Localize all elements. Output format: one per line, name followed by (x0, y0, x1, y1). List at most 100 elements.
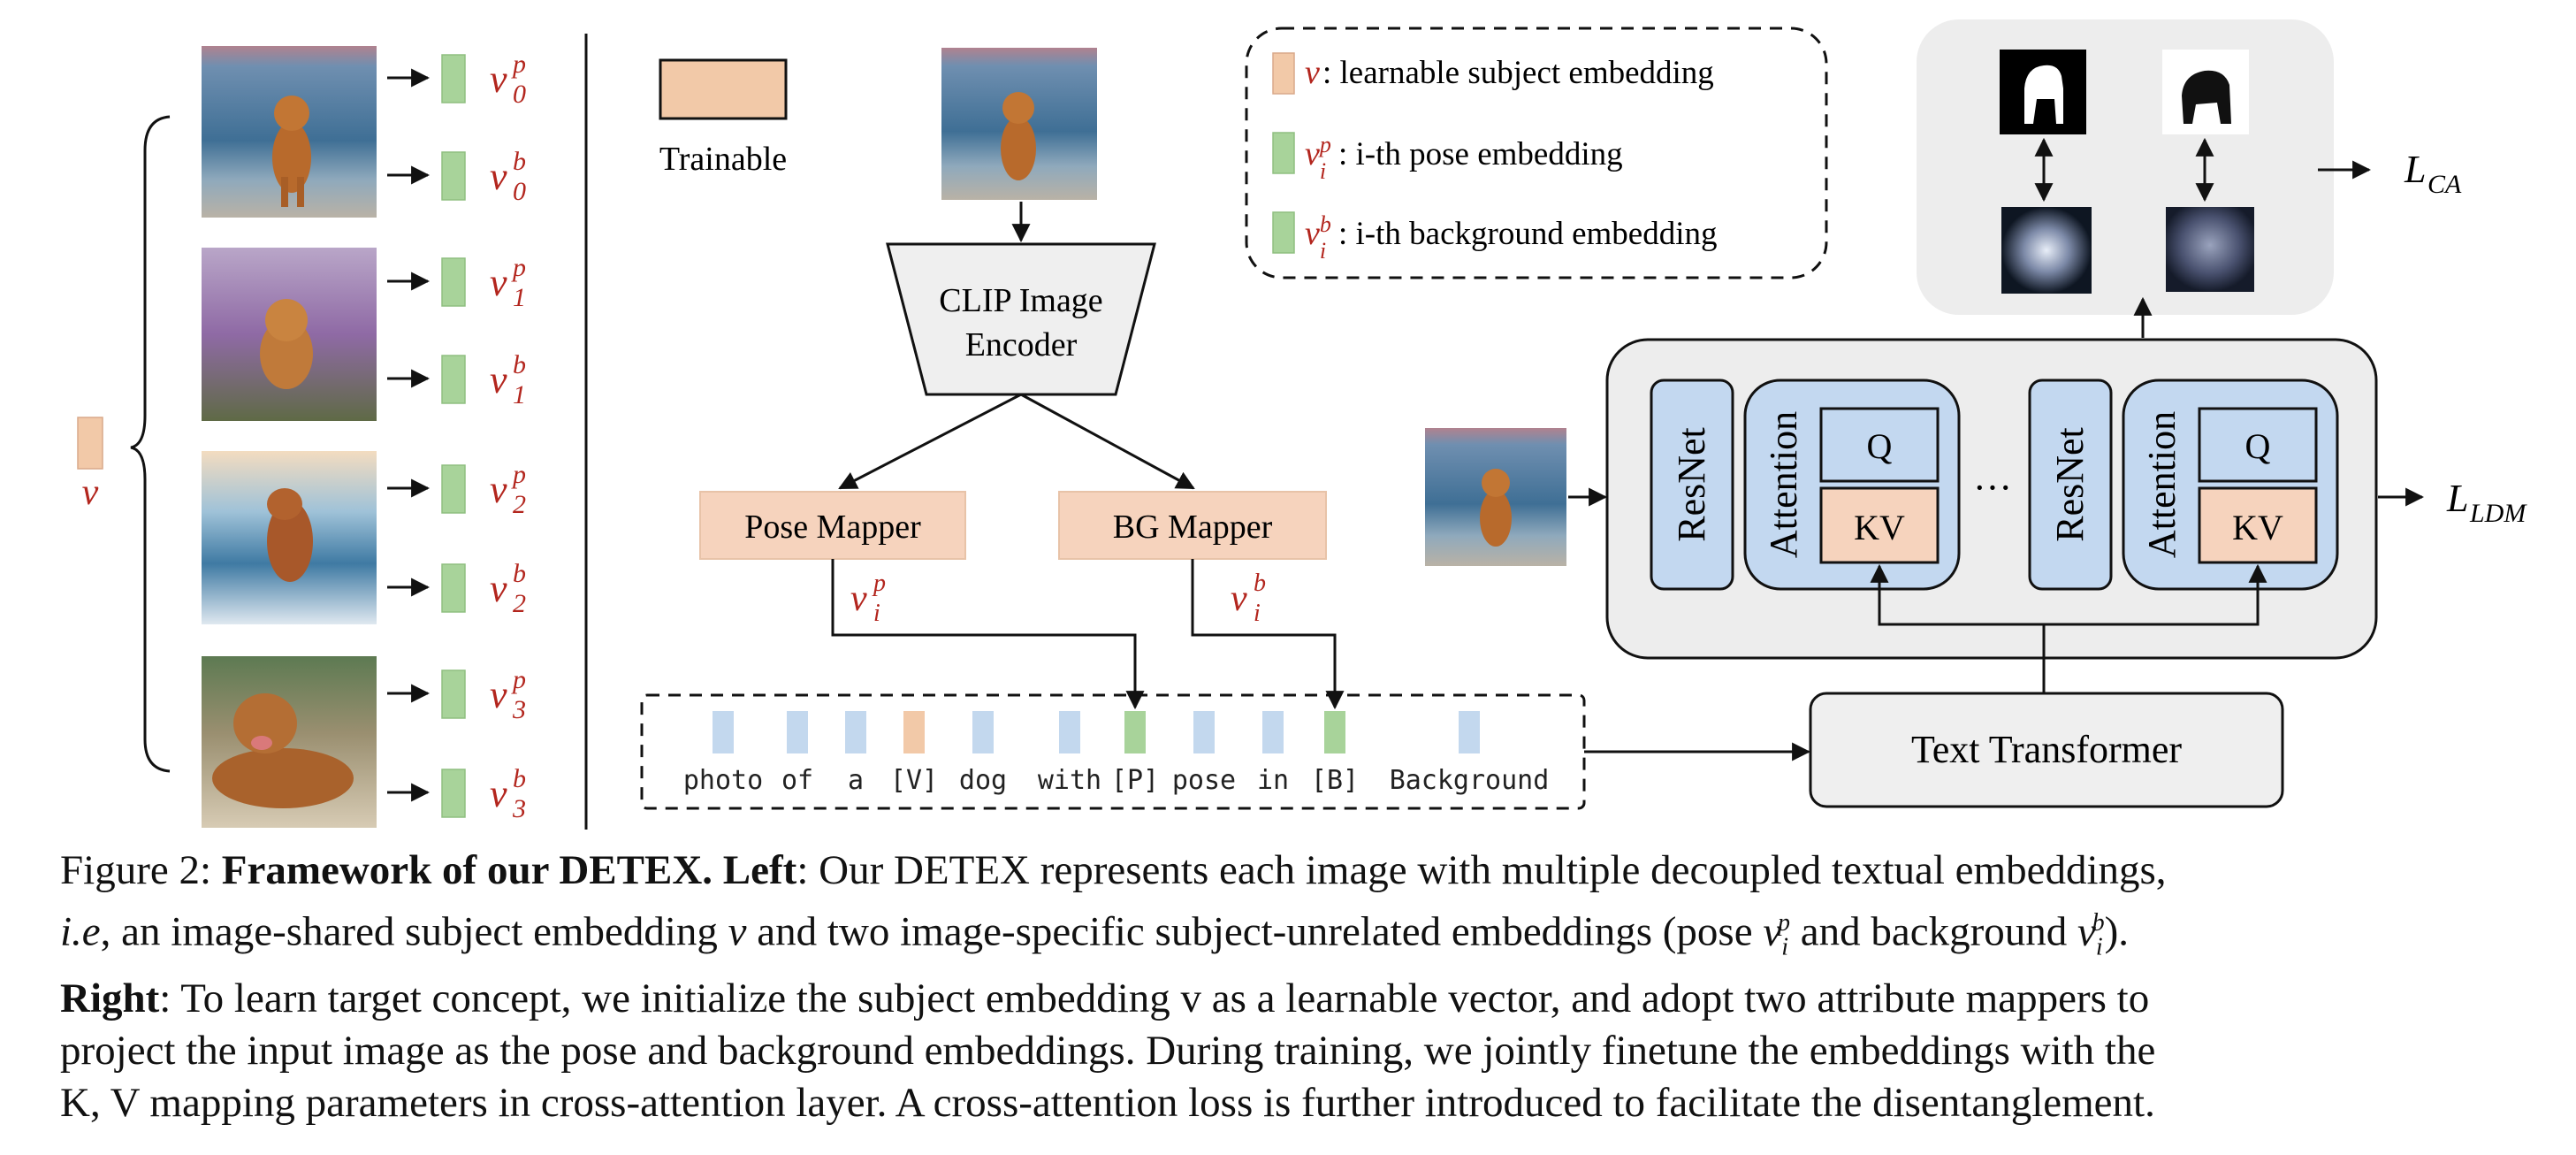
embedding-label-base: v (490, 468, 507, 511)
svg-text:L: L (2446, 477, 2468, 520)
svg-text:i: i (1254, 600, 1261, 627)
embedding-swatch (441, 669, 466, 719)
query-projection-2-label: Q (2245, 426, 2271, 466)
embedding-label-base: v (490, 261, 507, 304)
prompt-token: [V] (890, 711, 938, 796)
embedding-label-sub: 3 (512, 794, 526, 823)
embedding-label-base: v (490, 673, 507, 716)
prompt-token-swatch (787, 711, 808, 753)
dog-photo-0 (202, 46, 377, 218)
prompt-token-label: Background (1390, 765, 1550, 796)
prompt-token-swatch (1459, 711, 1480, 753)
resnet-block-1-label: ResNet (1670, 427, 1713, 542)
prompt-token-swatch (713, 711, 734, 753)
embedding-label-sup: p (511, 253, 526, 282)
prompt-token-swatch (845, 711, 866, 753)
kv-projection-1 (1819, 486, 1940, 564)
prompt-token-swatch (1124, 711, 1146, 753)
arrow-text-to-kv-2 (2044, 563, 2267, 626)
embedding-label-sup: b (513, 350, 526, 379)
embedding-label-sup: p (511, 665, 526, 694)
caption-line-3-text: : To learn target concept, we initialize… (159, 975, 2150, 1022)
bg-mapper-output-label: v b i (1231, 570, 1266, 627)
pose-mapper (699, 491, 966, 560)
ca-loss-label: L CA (2404, 148, 2462, 199)
embedding-label-sup: b (513, 559, 526, 588)
pose-mask (2000, 50, 2086, 134)
ldm-loss-label: L LDM (2446, 477, 2527, 528)
embedding-swatch (441, 151, 466, 201)
pose-mapper-output-label: v p i (850, 570, 886, 627)
arrow-encoder-to-bg-mapper (1020, 393, 1195, 490)
trainable-label: Trainable (659, 141, 787, 178)
caption-line-2: i.e, an image-shared subject embedding v… (60, 908, 2130, 961)
embedding-swatch (441, 769, 466, 818)
embedding-legend-box (1245, 27, 1828, 279)
kv-projection-1-label: KV (1854, 508, 1905, 547)
prompt-token: a (845, 711, 866, 796)
prompt-token: [P] (1111, 711, 1159, 796)
svg-text:LDM: LDM (2469, 499, 2527, 528)
arrow-encoder-to-pose-mapper (838, 393, 1022, 490)
embedding-label-base: v (490, 155, 507, 198)
subject-embedding-swatch (77, 417, 103, 470)
embedding-label-base: v (490, 567, 507, 610)
prompt-token: photo (683, 711, 763, 796)
prompt-token-label: with (1038, 765, 1101, 796)
embedding-swatch (441, 257, 466, 307)
caption-line-4: project the input image as the pose and … (60, 1028, 2156, 1075)
bg-mapper (1058, 491, 1327, 560)
text-transformer-label: Text Transformer (1911, 728, 2182, 771)
text-transformer (1809, 692, 2284, 808)
query-projection-1-label: Q (1867, 426, 1893, 466)
caption-line-5: K, V mapping parameters in cross-attenti… (60, 1080, 2155, 1127)
resnet-block-2 (2028, 379, 2113, 591)
prompt-token-swatch (903, 711, 925, 753)
input-dog-photo-top (941, 48, 1097, 200)
embedding-label-sub: 2 (513, 589, 526, 618)
caption-line-1-text: : Our DETEX represents each image with m… (796, 847, 2167, 893)
legend-subject-symbol: v (1305, 54, 1320, 91)
embedding-label-base: v (490, 772, 507, 815)
embedding-label-base: v (490, 57, 507, 101)
prompt-token-box (640, 693, 1586, 810)
prompt-token-label: [V] (890, 765, 938, 796)
embedding-swatch (441, 355, 466, 404)
embedding-label-sup: p (511, 460, 526, 489)
prompt-token-swatch (972, 711, 994, 753)
trainable-swatch (659, 58, 788, 120)
kv-projection-2 (2198, 486, 2318, 564)
grouping-brace (130, 115, 171, 773)
legend-pose-swatch (1272, 132, 1295, 174)
legend-background-text: : i-th background embedding (1338, 216, 1717, 252)
prompt-token: in (1257, 711, 1289, 796)
prompt-token-label: a (848, 765, 864, 796)
legend-subject-swatch (1272, 52, 1295, 95)
embedding-label-sub: 3 (512, 695, 526, 724)
caption-line-3: Right: To learn target concept, we initi… (60, 973, 2544, 1025)
prompt-token-label: [P] (1111, 765, 1159, 796)
svg-text:L: L (2404, 148, 2426, 191)
svg-text:p: p (872, 570, 886, 597)
resnet-block-2-label: ResNet (2048, 427, 2092, 542)
embedding-label-sub: 1 (513, 283, 526, 312)
embedding-swatch (441, 54, 466, 103)
embedding-swatch (441, 563, 466, 613)
svg-text:i: i (873, 600, 880, 627)
arrow-bg-to-token (1191, 559, 1345, 710)
prompt-token: pose (1172, 711, 1236, 796)
prompt-token: with (1038, 711, 1101, 796)
encoder-label-line2: Encoder (965, 326, 1078, 363)
caption-figure-label: Figure 2: (60, 847, 222, 893)
prompt-token-label: dog (959, 765, 1007, 796)
attention-block-1-label: Attention (1762, 411, 1805, 558)
prompt-token: [B] (1311, 711, 1359, 796)
